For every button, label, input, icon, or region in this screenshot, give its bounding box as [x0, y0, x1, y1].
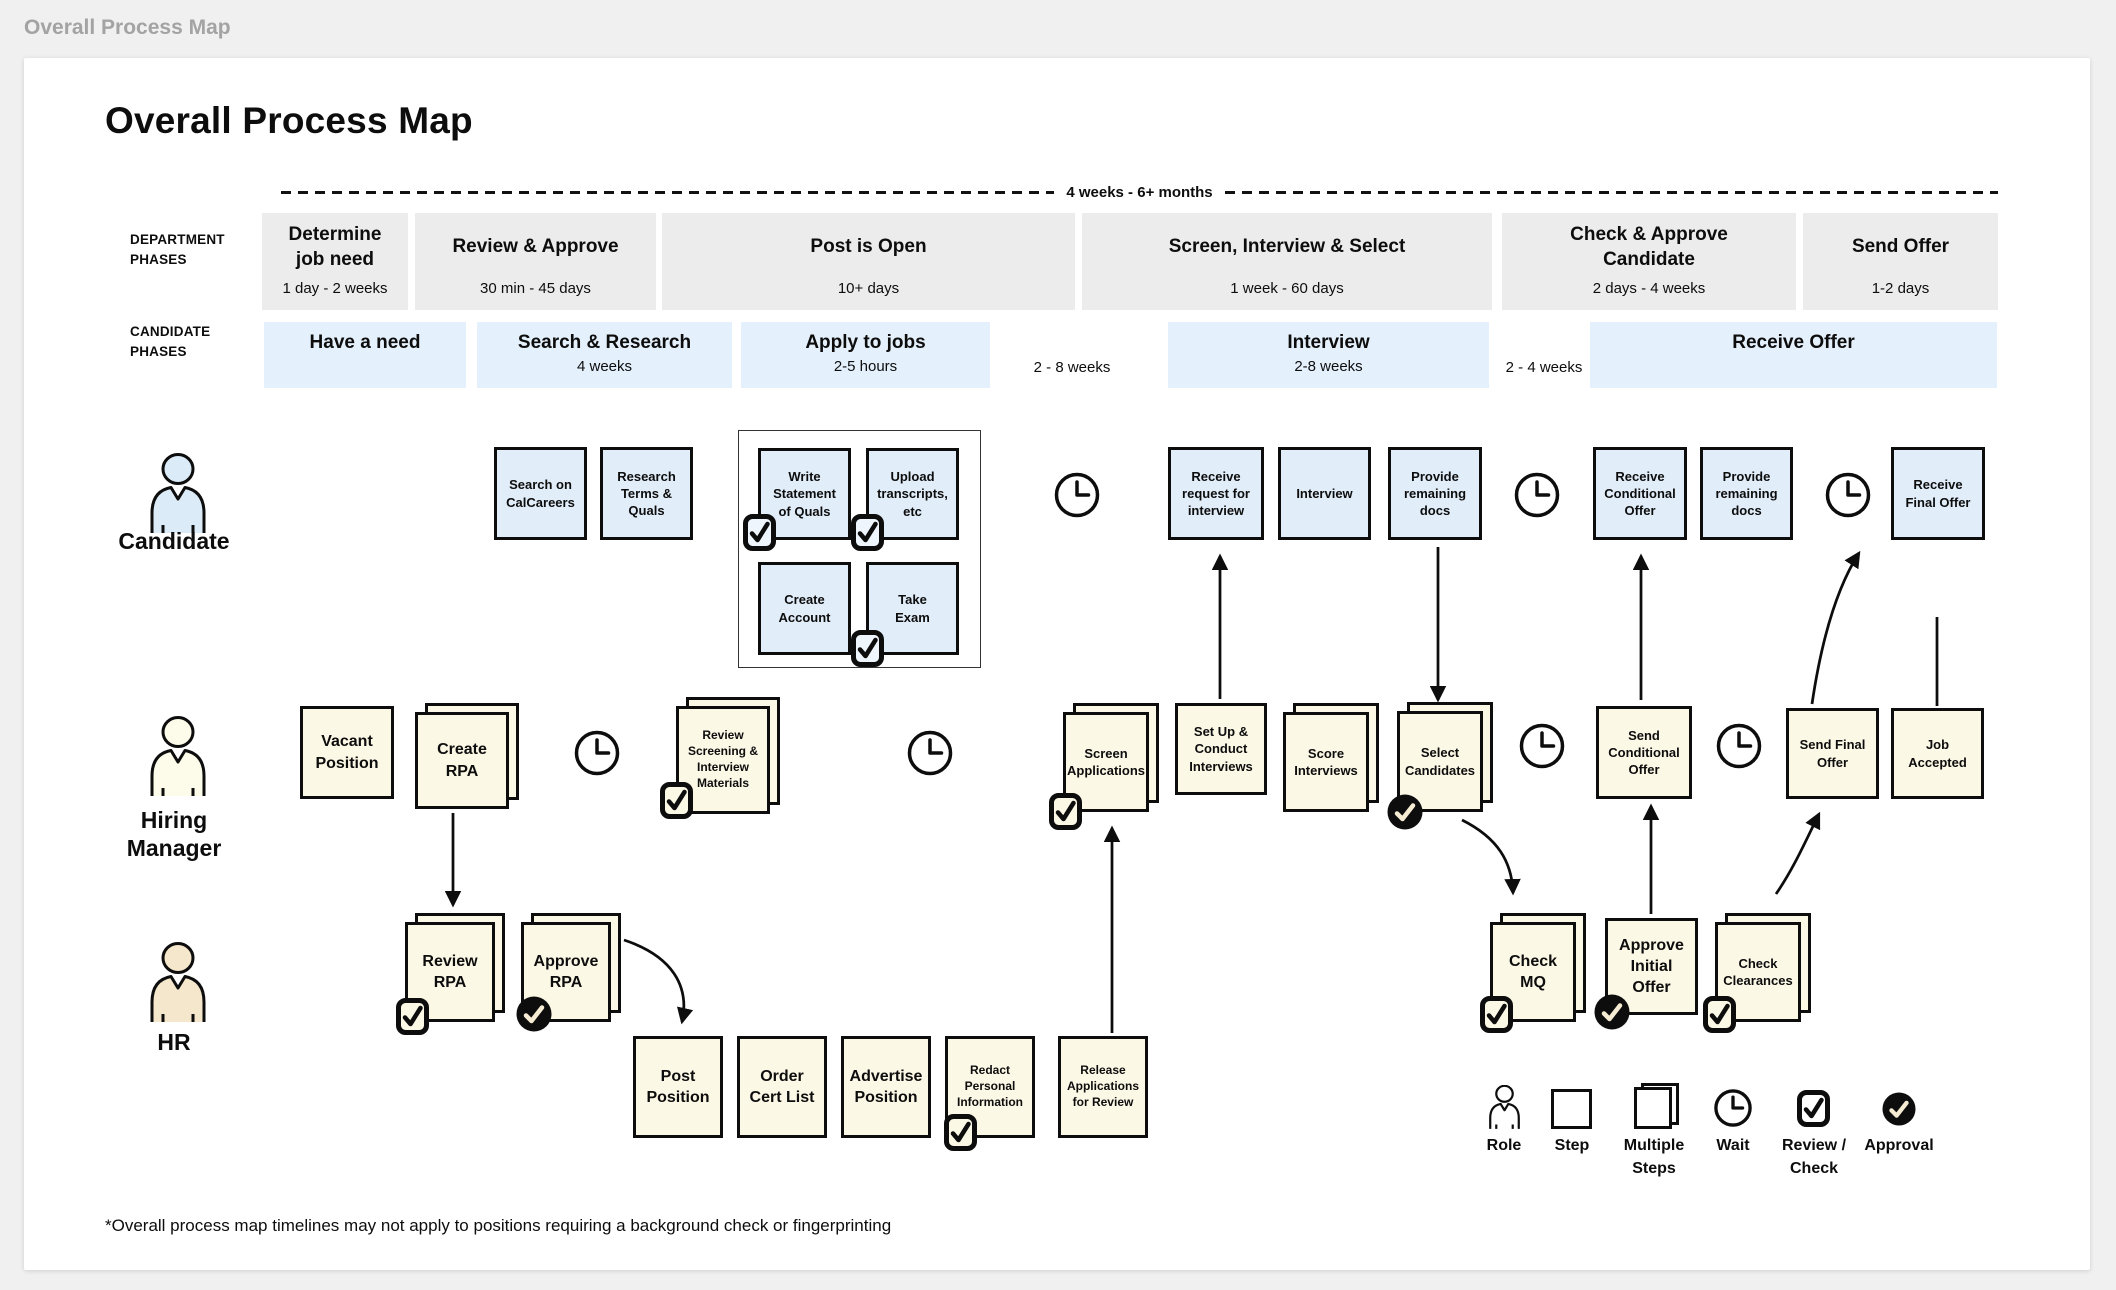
step-order-cert-list: Order Cert List: [737, 1036, 827, 1138]
page-title: Overall Process Map: [105, 100, 473, 141]
department-phases-label: DEPARTMENT PHASES: [130, 232, 225, 267]
dept-phase-send-offer: Send Offer 1-2 days: [1803, 213, 1998, 310]
step-receive-final-offer: Receive Final Offer: [1891, 447, 1985, 540]
candidate-person-icon: [148, 453, 208, 535]
timeline-dash-left: [281, 190, 1055, 194]
dept-phase-screen-interview-select: Screen, Interview & Select 1 week - 60 d…: [1082, 213, 1492, 310]
wait-clock-icon: [1053, 471, 1101, 519]
lane-label-hiring-manager: Hiring Manager: [126, 807, 222, 861]
step-research-terms-quals: Research Terms & Quals: [600, 447, 693, 540]
cand-phase-interview: Interview 2-8 weeks: [1168, 322, 1489, 388]
legend-role-icon: [1488, 1085, 1521, 1130]
timeline-duration-label: 4 weeks - 6+ months: [1066, 183, 1213, 201]
approval-icon: [516, 996, 552, 1032]
review-check-icon: [1703, 996, 1736, 1033]
lane-label-candidate: Candidate: [118, 528, 230, 554]
legend-step-icon: [1551, 1089, 1592, 1129]
review-check-icon: [396, 998, 429, 1035]
step-search-on-calcareers: Search on CalCareers: [494, 447, 587, 540]
step-vacant-position: Vacant Position: [300, 706, 394, 799]
step-advertise-position: Advertise Position: [841, 1036, 931, 1138]
legend-role-label: Role: [1486, 1137, 1522, 1154]
step-interview: Interview: [1278, 447, 1371, 540]
dept-phase-check-approve-candidate: Check & Approve Candidate 2 days - 4 wee…: [1502, 213, 1796, 310]
step-provide-remaining-docs-1: Provide remaining docs: [1388, 447, 1482, 540]
step-write-statement-of-quals: Write Statement of Quals: [758, 448, 851, 540]
legend-approval-label: Approval: [1864, 1137, 1934, 1154]
window-titlebar: Overall Process Map: [0, 0, 2116, 58]
step-send-final-offer: Send Final Offer: [1786, 708, 1879, 799]
hr-person-icon: [148, 942, 208, 1024]
step-receive-conditional-offer: Receive Conditional Offer: [1593, 447, 1687, 540]
step-post-position: Post Position: [633, 1036, 723, 1138]
window-title: Overall Process Map: [24, 16, 231, 39]
step-score-interviews: Score Interviews: [1283, 703, 1379, 812]
gap-duration-label: 2 - 4 weeks: [1505, 359, 1583, 376]
dept-phase-review-approve: Review & Approve 30 min - 45 days: [415, 213, 656, 310]
review-check-icon: [944, 1114, 977, 1151]
wait-clock-icon: [573, 729, 621, 777]
step-job-accepted: Job Accepted: [1891, 708, 1984, 799]
review-check-icon: [851, 514, 884, 551]
legend-wait-icon: [1713, 1088, 1753, 1128]
approval-icon: [1387, 794, 1423, 830]
wait-clock-icon: [906, 729, 954, 777]
step-select-candidates: Select Candidates: [1397, 702, 1493, 812]
legend-review-check-label: Review / Check: [1781, 1137, 1847, 1177]
review-check-icon: [1480, 996, 1513, 1033]
legend-step-label: Step: [1554, 1137, 1590, 1154]
legend-multiple-steps-label: Multiple Steps: [1623, 1137, 1685, 1177]
approval-icon: [1594, 994, 1630, 1030]
review-check-icon: [743, 514, 776, 551]
review-check-icon: [1049, 793, 1082, 830]
hiring-manager-person-icon: [148, 716, 208, 798]
step-release-applications-for-review: Release Applications for Review: [1058, 1036, 1148, 1138]
step-setup-conduct-interviews: Set Up & Conduct Interviews: [1175, 703, 1267, 795]
step-create-account: Create Account: [758, 562, 851, 655]
footnote: *Overall process map timelines may not a…: [105, 1216, 892, 1235]
wait-clock-icon: [1518, 722, 1566, 770]
step-send-conditional-offer: Send Conditional Offer: [1596, 706, 1692, 799]
review-check-icon: [660, 782, 693, 819]
review-check-icon: [851, 630, 884, 667]
dept-phase-determine-job-need: Determine job need 1 day - 2 weeks: [262, 213, 408, 310]
lane-label-hr: HR: [157, 1029, 191, 1055]
dept-phase-post-is-open: Post is Open 10+ days: [662, 213, 1075, 310]
wait-clock-icon: [1824, 471, 1872, 519]
wait-clock-icon: [1513, 471, 1561, 519]
gap-duration-label: 2 - 8 weeks: [1033, 359, 1111, 376]
step-screen-applications: Screen Applications: [1063, 703, 1159, 812]
step-receive-request-for-interview: Receive request for interview: [1168, 447, 1264, 540]
wait-clock-icon: [1715, 722, 1763, 770]
step-approve-rpa: Approve RPA: [521, 913, 621, 1022]
candidate-phases-label: CANDIDATE PHASES: [130, 324, 211, 359]
step-upload-transcripts: Upload transcripts, etc: [866, 448, 959, 540]
cand-phase-have-a-need: Have a need: [264, 322, 466, 388]
legend-multiple-steps-icon: [1634, 1083, 1679, 1129]
step-review-rpa: Review RPA: [405, 913, 505, 1022]
timeline-dash-right: [1224, 190, 1998, 194]
overall-timeline: 4 weeks - 6+ months: [281, 183, 1998, 201]
cand-phase-receive-offer: Receive Offer: [1590, 322, 1997, 388]
cand-phase-apply-to-jobs: Apply to jobs 2-5 hours: [741, 322, 990, 388]
legend-review-check-icon: [1797, 1090, 1830, 1127]
step-create-rpa: Create RPA: [415, 703, 519, 809]
step-provide-remaining-docs-2: Provide remaining docs: [1700, 447, 1793, 540]
cand-phase-search-research: Search & Research 4 weeks: [477, 322, 732, 388]
legend-wait-label: Wait: [1716, 1137, 1750, 1154]
legend-approval-icon: [1882, 1092, 1916, 1126]
